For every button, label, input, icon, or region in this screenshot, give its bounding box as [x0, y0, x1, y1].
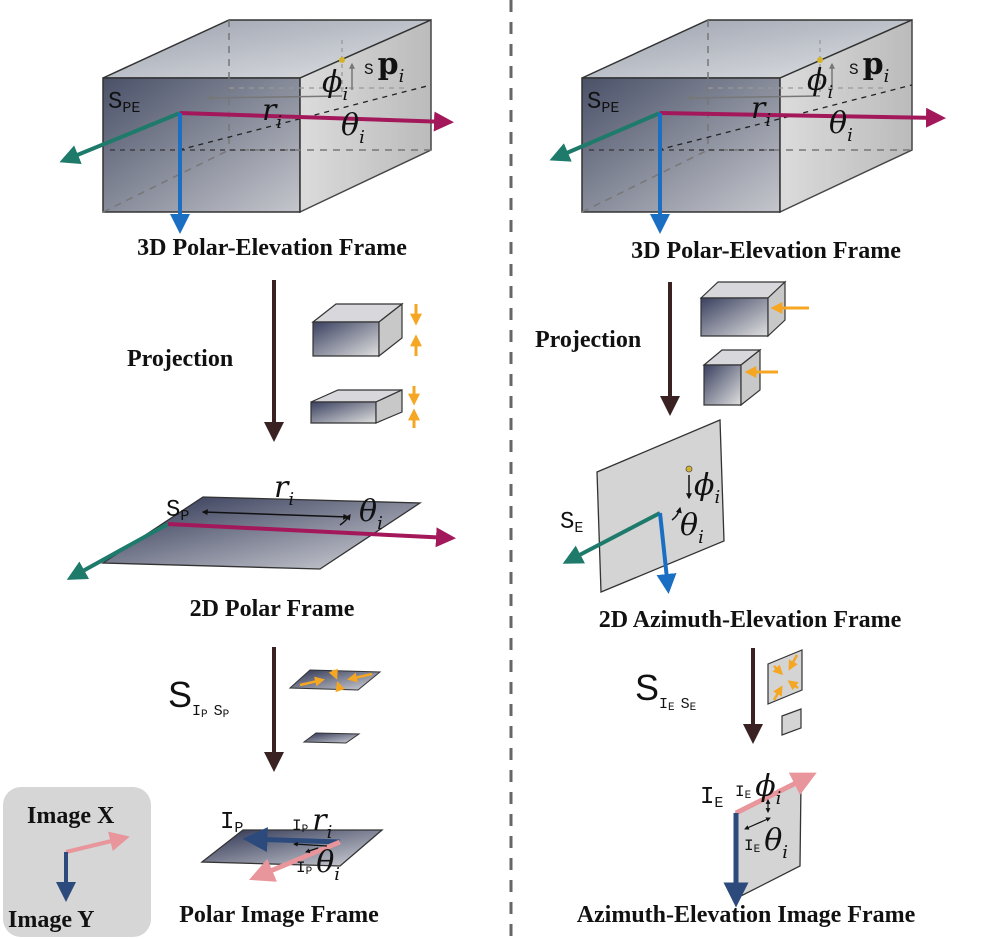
right-2d-theta-label: θi [680, 508, 704, 548]
left-3d-caption: 3D Polar-Elevation Frame [137, 235, 407, 261]
legend-image-x-label: Image X [27, 803, 115, 829]
right-image-origin-label: IE [700, 784, 723, 812]
left-image-plane [200, 827, 384, 882]
right-2d-origin-label: SE [560, 509, 583, 537]
plane-icon [302, 732, 361, 744]
axis-teal [59, 111, 181, 164]
axis-magenta [179, 111, 454, 132]
r-arrow [686, 94, 821, 101]
left-2d-theta-label: θi [359, 494, 383, 534]
right-image-caption: Azimuth-Elevation Image Frame [577, 902, 916, 928]
right-3d-caption: 3D Polar-Elevation Frame [631, 238, 901, 264]
box-3d-icon [699, 280, 787, 338]
left-2d-origin-label: SP [166, 497, 189, 525]
right-3d-theta-label: θi [829, 106, 853, 146]
right-projection-label: Projection [535, 327, 641, 353]
theta-arrow [305, 847, 319, 854]
left-3d-phi-label: ϕi [322, 65, 348, 105]
point-marker [339, 57, 345, 63]
right-3d-origin-label: SPE [587, 89, 619, 117]
left-image-origin-label: IP [220, 809, 243, 837]
box-3d-icon [702, 348, 762, 407]
r-arrow [201, 509, 350, 520]
r-arrow [206, 94, 343, 101]
left-image-caption: Polar Image Frame [179, 902, 379, 928]
r-arrow [293, 841, 328, 847]
plane-icon [781, 708, 802, 736]
left-3d-box [59, 18, 454, 234]
left-2d-polar-plane [66, 496, 456, 580]
legend-image-y-label: Image Y [8, 907, 94, 933]
left-2d-caption: 2D Polar Frame [190, 596, 355, 622]
image-axes-legend [3, 787, 151, 937]
right-3d-phi-label: ϕi [807, 63, 833, 103]
left-3d-r-label: ri [262, 93, 282, 133]
left-3d-origin-label: SPE [108, 89, 140, 117]
right-2d-ae-plane [562, 419, 725, 594]
box-3d-icon [311, 302, 404, 358]
compress-arrows-icon [299, 668, 373, 693]
plane-icon [767, 649, 803, 705]
theta-arrow [339, 514, 351, 526]
point-marker [817, 57, 823, 63]
theta-arrow [671, 506, 682, 521]
right-2d-caption: 2D Azimuth-Elevation Frame [599, 607, 902, 633]
image-x-arrow [65, 831, 130, 854]
right-2d-phi-label: ϕi [694, 468, 720, 508]
point-marker [685, 465, 693, 473]
right-image-plane [723, 772, 817, 908]
left-3d-theta-label: θi [341, 108, 365, 148]
compress-arrows-icon [772, 654, 799, 701]
left-2d-r-label: ri [274, 470, 294, 510]
box-3d-icon [310, 389, 403, 424]
right-3d-box [549, 18, 946, 234]
right-3d-r-label: ri [751, 91, 771, 131]
left-projection-label: Projection [127, 346, 233, 372]
